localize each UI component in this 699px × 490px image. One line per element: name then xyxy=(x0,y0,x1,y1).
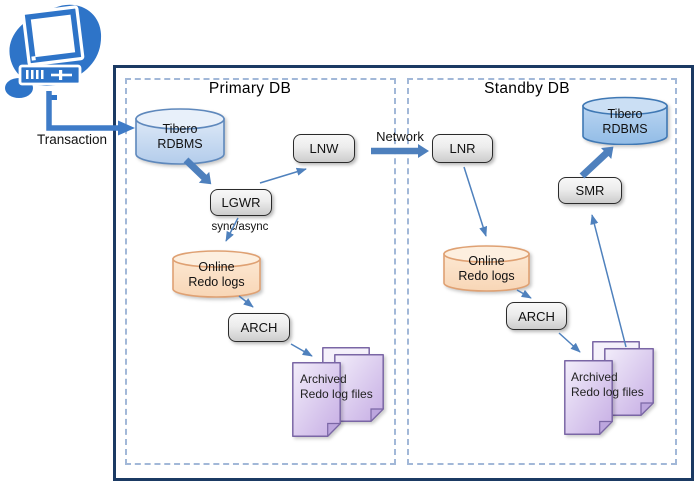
lnw-label: LNW xyxy=(309,141,339,156)
arch-primary-label: ARCH xyxy=(240,320,278,335)
lgwr-label: LGWR xyxy=(221,195,261,210)
lnw-process-box: LNW xyxy=(293,134,355,163)
tibero-primary-label-line1: Tibero xyxy=(162,122,198,136)
primary-db-panel xyxy=(125,78,396,465)
archived-redo-log-files-standby: Archived Redo log files xyxy=(562,339,662,439)
tibero-standby-label-line2: RDBMS xyxy=(602,122,648,136)
lgwr-process-box: LGWR xyxy=(210,189,272,216)
lnr-label: LNR xyxy=(449,141,476,156)
online-redo-logs-primary-cylinder: Online Redo logs xyxy=(172,250,261,298)
lnr-process-box: LNR xyxy=(432,134,493,163)
arch-standby-process-box: ARCH xyxy=(506,302,567,330)
online-redo-standby-label-line2: Redo logs xyxy=(458,269,515,283)
standby-db-panel xyxy=(407,78,677,465)
smr-process-box: SMR xyxy=(558,177,622,204)
transaction-label: Transaction xyxy=(36,132,108,147)
arch-standby-label: ARCH xyxy=(518,308,555,324)
archived-standby-label-line1: Archived xyxy=(571,370,618,384)
document-icon xyxy=(292,362,341,437)
sync-async-label: sync/async xyxy=(211,221,269,233)
tibero-rdbms-standby-cylinder: Tibero RDBMS xyxy=(582,96,668,145)
document-icon xyxy=(564,360,613,435)
smr-label: SMR xyxy=(575,183,605,198)
standby-db-title: Standby DB xyxy=(484,80,570,97)
primary-db-title: Primary DB xyxy=(208,80,292,97)
online-redo-primary-label-line1: Online xyxy=(198,260,235,274)
online-redo-logs-standby-cylinder: Online Redo logs xyxy=(443,245,530,292)
archived-standby-label-line2: Redo log files xyxy=(571,385,644,399)
archived-primary-label-line1: Archived xyxy=(300,372,347,386)
online-redo-primary-label-line2: Redo logs xyxy=(188,275,245,289)
archived-primary-label-line2: Redo log files xyxy=(300,387,373,401)
tibero-rdbms-primary-cylinder: Tibero RDBMS xyxy=(135,108,225,165)
archived-redo-log-files-primary: Archived Redo log files xyxy=(290,345,390,440)
arch-primary-process-box: ARCH xyxy=(228,313,290,342)
document-icon xyxy=(604,348,654,416)
tibero-standby-label-line1: Tibero xyxy=(607,107,643,121)
network-label: Network xyxy=(376,129,424,144)
tibero-primary-label-line2: RDBMS xyxy=(157,137,203,151)
computer-icon xyxy=(5,4,102,100)
online-redo-standby-label-line1: Online xyxy=(468,254,505,268)
